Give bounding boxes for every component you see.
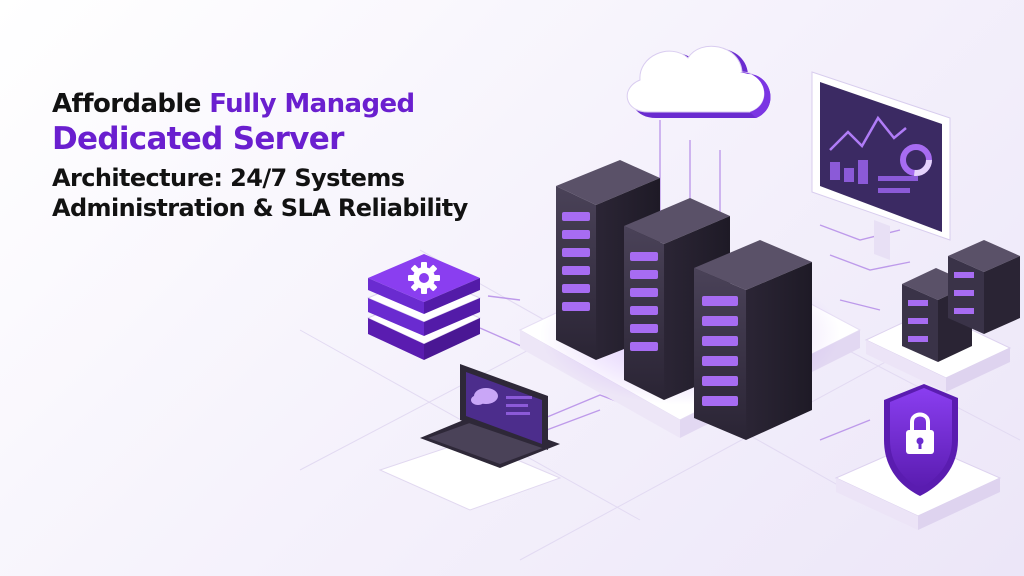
gear-icon (408, 262, 440, 294)
headline-affordable: Affordable (52, 89, 201, 119)
shield-lock-icon (834, 384, 1002, 530)
headline-dedicated-server: Dedicated Server (52, 121, 344, 158)
headline-line-1: Affordable Fully Managed (52, 89, 532, 119)
laptop-icon (378, 364, 562, 511)
cloud-icon (626, 45, 771, 118)
server-rack-icon (556, 160, 812, 440)
monitor-dashboard-icon (811, 71, 951, 260)
cloud-upload-icon (471, 388, 498, 405)
server-stack-icon (864, 240, 1020, 392)
headline: Affordable Fully Managed Dedicated Serve… (52, 89, 532, 222)
headline-fully-managed: Fully Managed (209, 89, 415, 119)
headline-administration: Administration & SLA Reliability (52, 193, 468, 222)
headline-architecture: Architecture: 24/7 Systems (52, 163, 405, 192)
